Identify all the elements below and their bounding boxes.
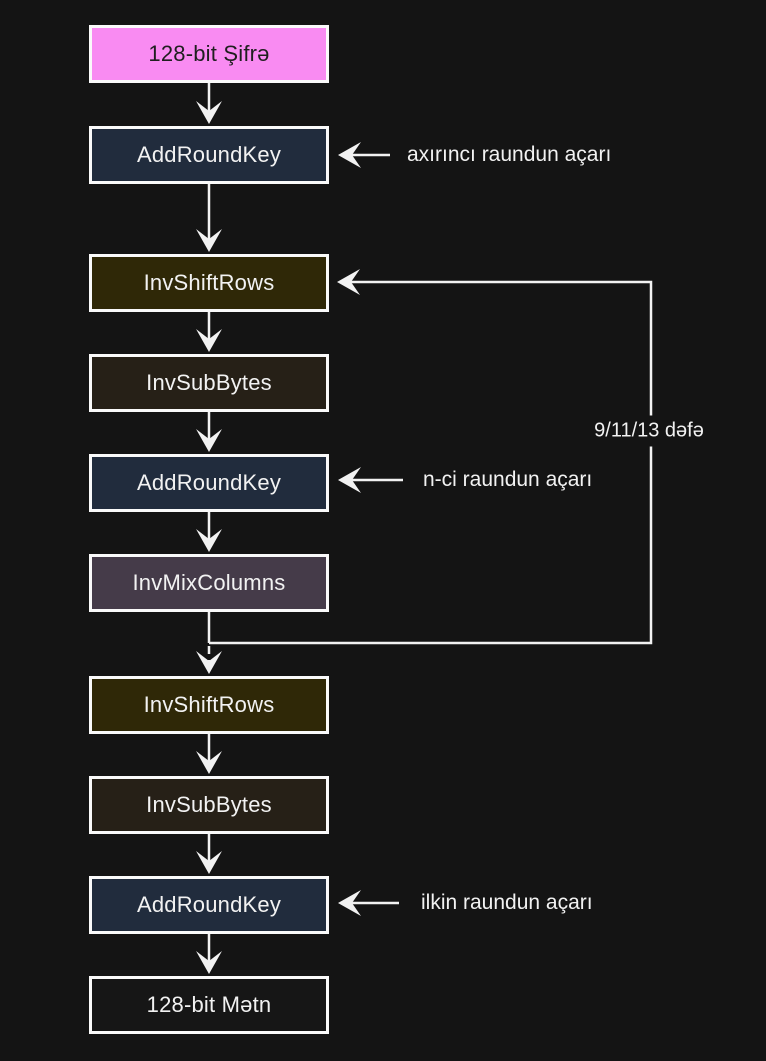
label-last-round-key: axırıncı raundun açarı bbox=[407, 143, 612, 166]
node-cipher-input: 128-bit Şifrə bbox=[89, 25, 329, 83]
flow-arrow bbox=[196, 834, 222, 874]
flow-arrow bbox=[196, 412, 222, 452]
arrowhead-down bbox=[196, 229, 222, 252]
arrowhead-down bbox=[196, 529, 222, 552]
node-inv-sub-bytes-2: InvSubBytes bbox=[89, 776, 329, 834]
annotation-arrow bbox=[338, 467, 403, 493]
arrowhead-down bbox=[196, 651, 222, 674]
label-nth-round-key: n-ci raundun açarı bbox=[423, 468, 593, 491]
node-inv-mix-columns: InvMixColumns bbox=[89, 554, 329, 612]
node-inv-shift-rows-1: InvShiftRows bbox=[89, 254, 329, 312]
label-loop-count: 9/11/13 dəfə bbox=[588, 415, 710, 447]
arrowhead-left bbox=[338, 142, 361, 168]
arrowhead-left bbox=[337, 269, 360, 295]
node-inv-shift-rows-2: InvShiftRows bbox=[89, 676, 329, 734]
flow-arrow bbox=[196, 734, 222, 774]
node-add-round-key-1: AddRoundKey bbox=[89, 126, 329, 184]
arrowhead-down bbox=[196, 751, 222, 774]
flow-arrow bbox=[196, 512, 222, 552]
arrowhead-down bbox=[196, 951, 222, 974]
flow-arrow bbox=[196, 312, 222, 352]
arrowhead-down bbox=[196, 329, 222, 352]
flow-arrow bbox=[196, 83, 222, 124]
flow-arrow bbox=[196, 184, 222, 252]
arrowhead-down bbox=[196, 851, 222, 874]
loop-line bbox=[209, 269, 653, 645]
flow-arrow-dashed bbox=[196, 646, 222, 674]
node-inv-sub-bytes-1: InvSubBytes bbox=[89, 354, 329, 412]
node-add-round-key-2: AddRoundKey bbox=[89, 454, 329, 512]
flow-arrow bbox=[196, 934, 222, 974]
annotation-arrow bbox=[338, 890, 399, 916]
node-plaintext-output: 128-bit Mətn bbox=[89, 976, 329, 1034]
arrowhead-left bbox=[338, 467, 361, 493]
label-initial-round-key: ilkin raundun açarı bbox=[421, 891, 593, 914]
annotation-arrow bbox=[338, 142, 390, 168]
arrowhead-down bbox=[196, 429, 222, 452]
arrowhead-left bbox=[338, 890, 361, 916]
node-add-round-key-3: AddRoundKey bbox=[89, 876, 329, 934]
arrowhead-down bbox=[196, 101, 222, 124]
